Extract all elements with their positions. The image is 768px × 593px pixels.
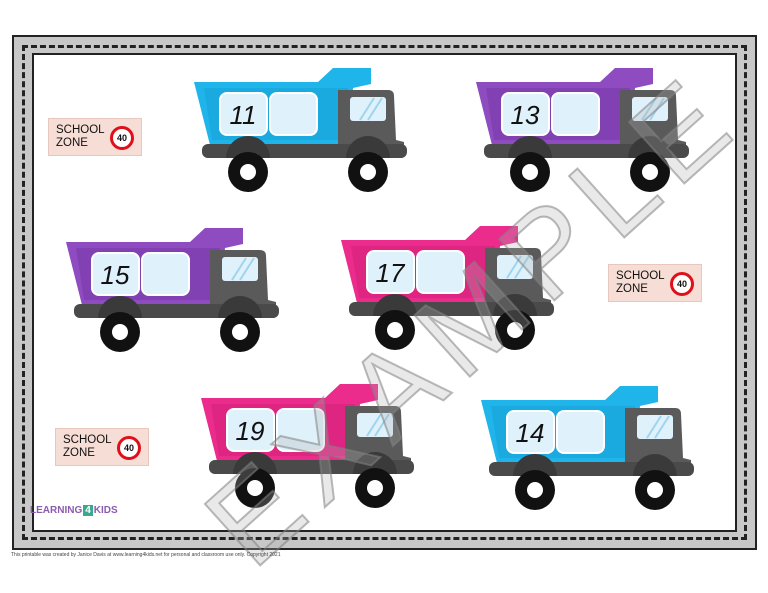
school-zone-sign: SCHOOL ZONE 40 bbox=[55, 428, 149, 466]
truck-graphic: 11 bbox=[189, 63, 415, 201]
truck-part bbox=[373, 294, 537, 316]
truck-part bbox=[112, 324, 128, 340]
truck-part bbox=[360, 164, 376, 180]
dashed-road-line bbox=[22, 45, 747, 540]
truck-number: 14 bbox=[516, 418, 545, 448]
school-zone-sign: SCHOOL ZONE 40 bbox=[608, 264, 702, 302]
truck-part bbox=[231, 257, 255, 281]
truck-part bbox=[240, 164, 256, 180]
speed-limit-icon: 40 bbox=[117, 436, 141, 460]
truck-graphic: 14 bbox=[476, 381, 702, 519]
truck-part bbox=[522, 164, 538, 180]
truck-part bbox=[647, 482, 663, 498]
logo-text: KIDS bbox=[93, 505, 118, 516]
truck-graphic: 15 bbox=[61, 223, 287, 361]
truck-number: 13 bbox=[511, 100, 540, 130]
school-zone-sign: SCHOOL ZONE 40 bbox=[48, 118, 142, 156]
answer-box bbox=[416, 250, 465, 294]
truck-part bbox=[642, 164, 658, 180]
truck-part bbox=[232, 324, 248, 340]
truck-number: 11 bbox=[230, 100, 257, 130]
sign-text: SCHOOL ZONE bbox=[616, 270, 665, 295]
sign-text: SCHOOL ZONE bbox=[63, 434, 112, 459]
dump-truck: 14 bbox=[475, 378, 705, 519]
truck-part bbox=[247, 480, 263, 496]
answer-box bbox=[141, 252, 190, 296]
dump-truck: 11 bbox=[188, 60, 418, 201]
speed-limit-icon: 40 bbox=[110, 126, 134, 150]
truck-part bbox=[387, 322, 403, 338]
answer-box bbox=[269, 92, 318, 136]
logo-number: 4 bbox=[83, 505, 93, 516]
dump-truck: 15 bbox=[60, 220, 290, 361]
dump-truck: 13 bbox=[470, 60, 700, 201]
truck-part bbox=[513, 454, 677, 476]
truck-part bbox=[506, 255, 530, 279]
truck-part bbox=[233, 452, 397, 474]
answer-box bbox=[556, 410, 605, 454]
number-box bbox=[366, 250, 415, 294]
answer-box bbox=[551, 92, 600, 136]
truck-part bbox=[367, 480, 383, 496]
truck-number: 17 bbox=[376, 258, 406, 288]
number-box bbox=[506, 410, 555, 454]
speed-limit-icon: 40 bbox=[670, 272, 694, 296]
number-box bbox=[219, 92, 268, 136]
truck-part bbox=[98, 296, 262, 318]
number-box bbox=[501, 92, 550, 136]
truck-number: 15 bbox=[101, 260, 130, 290]
number-box bbox=[91, 252, 140, 296]
truck-graphic: 13 bbox=[471, 63, 697, 201]
truck-graphic: 19 bbox=[196, 379, 422, 517]
answer-box bbox=[276, 408, 325, 452]
truck-part bbox=[507, 322, 523, 338]
truck-part bbox=[226, 136, 390, 158]
sign-text: SCHOOL ZONE bbox=[56, 124, 105, 149]
truck-number: 19 bbox=[236, 416, 265, 446]
number-box bbox=[226, 408, 275, 452]
truck-part bbox=[508, 136, 672, 158]
copyright-footer: This printable was created by Janice Dav… bbox=[11, 552, 281, 558]
truck-part bbox=[641, 97, 665, 121]
dump-truck: 17 bbox=[335, 218, 565, 359]
truck-part bbox=[359, 97, 383, 121]
truck-graphic: 17 bbox=[336, 221, 562, 359]
logo-text: LEARNING bbox=[30, 505, 83, 516]
truck-part bbox=[527, 482, 543, 498]
truck-part bbox=[366, 413, 390, 437]
truck-part bbox=[646, 415, 670, 439]
dump-truck: 19 bbox=[195, 376, 425, 517]
